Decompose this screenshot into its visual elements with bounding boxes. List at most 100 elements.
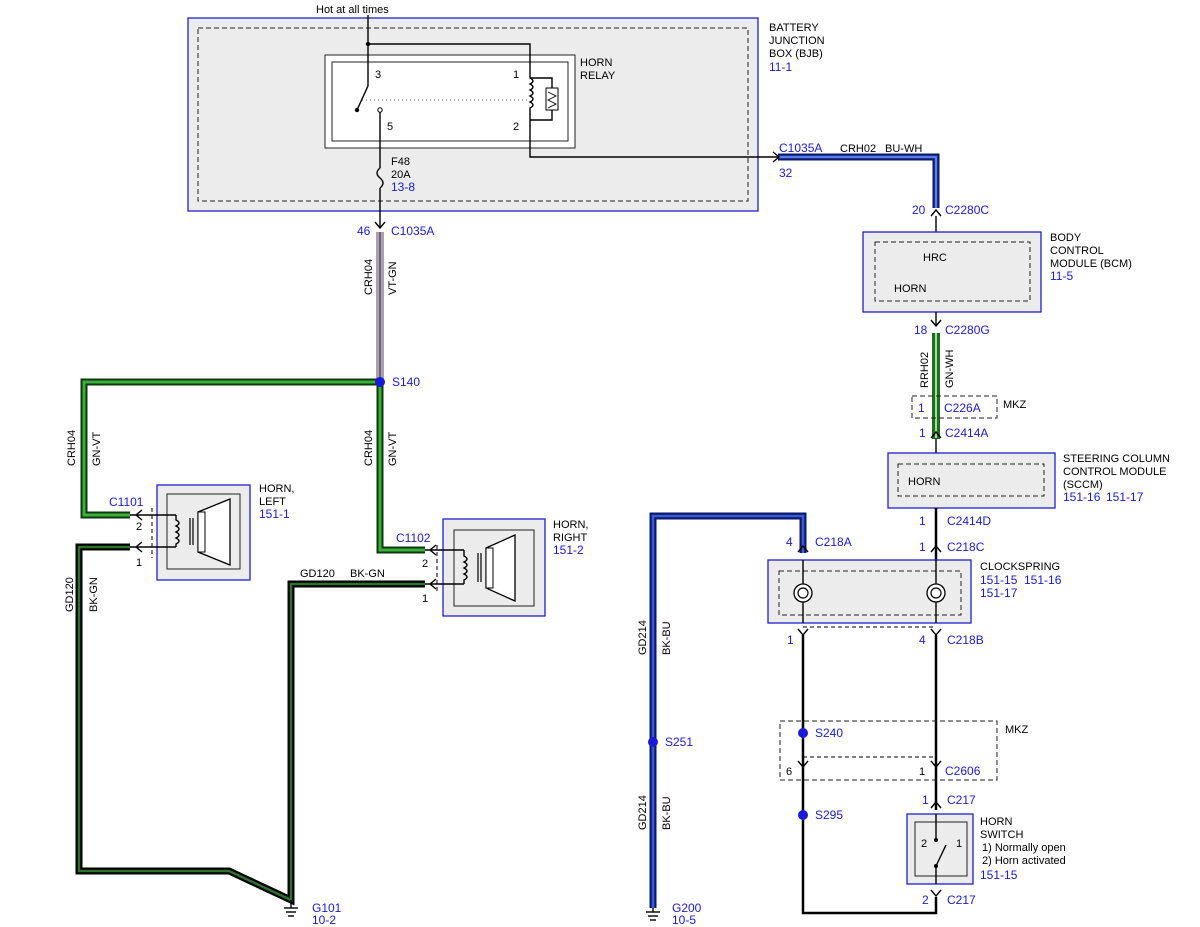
g200-ref: 10-5 — [672, 913, 696, 927]
rrh02-label: RRH02 — [919, 352, 931, 388]
relay-pin-1: 1 — [513, 69, 519, 81]
c218b-pin-1: 1 — [787, 633, 794, 647]
horn-switch-pin-2: 2 — [921, 838, 927, 850]
c218a-label: C218A — [815, 535, 852, 549]
crh04-label-2: CRH04 — [66, 430, 78, 466]
c217-bottom-label: C217 — [947, 893, 976, 907]
c1035a-top-label: C1035A — [391, 224, 434, 238]
c218b-label: C218B — [947, 633, 984, 647]
bcm-inner-box — [874, 241, 1031, 302]
gd214-label-1: GD214 — [637, 620, 649, 655]
horn-right-label-1: HORN, — [553, 519, 588, 531]
clockspring-coil-right-icon — [926, 583, 946, 603]
horn-right-ref: 151-2 — [553, 543, 584, 557]
clockspring-ref-1: 151-15 — [980, 573, 1018, 587]
gn-vt-label-2: GN-VT — [387, 432, 399, 467]
horn-relay-inner — [331, 61, 569, 142]
horn-switch-pin-1: 1 — [956, 838, 962, 850]
clockspring-label: CLOCKSPRING — [980, 561, 1060, 573]
horn-right-icon — [462, 533, 516, 603]
bcm-horn-label: HORN — [894, 283, 926, 295]
horn-right-label-2: RIGHT — [553, 532, 588, 544]
horn-switch-return-wire — [801, 635, 938, 915]
ground-g101-icon — [284, 900, 298, 917]
c218c-pin-1: 1 — [919, 540, 926, 554]
mkz-label-1: MKZ — [1003, 399, 1027, 411]
s240-splice — [798, 728, 808, 738]
c2606-pin-6: 6 — [786, 766, 792, 778]
crh04-label-1: CRH04 — [363, 259, 375, 295]
c218c-label: C218C — [947, 540, 985, 554]
bcm-label-2: CONTROL — [1050, 245, 1104, 257]
gd120-bk-gn-wire — [75, 543, 425, 906]
bjb-ref: 11-1 — [769, 60, 792, 74]
horn-switch-contact-icon — [934, 814, 947, 884]
bcm-label-3: MODULE (BCM) — [1050, 258, 1132, 270]
relay-label-2: RELAY — [580, 70, 616, 82]
s251-splice — [648, 737, 658, 747]
c1035a-pin-46: 46 — [357, 224, 371, 238]
bu-wh-label: BU-WH — [885, 143, 922, 155]
bcm-pin-18: 18 — [914, 323, 928, 337]
fuse-ref: 13-8 — [391, 180, 415, 194]
c2280g-label: C2280G — [945, 323, 990, 337]
bcm-pin-20: 20 — [912, 203, 926, 217]
c2414a-pin-1: 1 — [919, 426, 926, 440]
gn-vt-label-1: GN-VT — [91, 432, 103, 467]
mkz-label-2: MKZ — [1005, 724, 1029, 736]
gd120-label-2: GD120 — [300, 568, 335, 580]
bjb-label-1: BATTERY — [769, 22, 819, 34]
horn-left-ref: 151-1 — [259, 507, 290, 521]
bk-gn-label-2: BK-GN — [350, 568, 385, 580]
c218b-pin-4: 4 — [919, 633, 926, 647]
crh02-bu-wh-wire — [778, 153, 940, 208]
hot-label: Hot at all times — [316, 4, 389, 16]
fuse-name: F48 — [391, 156, 410, 168]
bjb-label-2: JUNCTION — [769, 35, 825, 47]
relay-pin-5: 5 — [387, 121, 393, 133]
crh04-label-3: CRH04 — [363, 430, 375, 466]
bjb-label-3: BOX (BJB) — [769, 48, 823, 60]
sccm-ref-1: 151-16 — [1063, 490, 1101, 504]
s295-label: S295 — [815, 808, 843, 822]
s251-label: S251 — [665, 735, 693, 749]
horn-left-icon — [174, 498, 231, 566]
relay-coil-output-wire — [529, 122, 778, 158]
mkz-c2606-box — [779, 720, 998, 781]
sccm-label-1: STEERING COLUMN — [1063, 453, 1170, 465]
horn-switch-ref: 151-15 — [980, 868, 1018, 882]
sccm-label-2: CONTROL MODULE — [1063, 466, 1167, 478]
c217-pin-2: 2 — [922, 893, 929, 907]
gd120-label-1: GD120 — [64, 577, 76, 612]
bcm-ref: 11-5 — [1050, 269, 1073, 283]
c2606-label: C2606 — [945, 764, 981, 778]
sccm-ref-2: 151-17 — [1106, 490, 1144, 504]
crh02-label: CRH02 — [840, 143, 876, 155]
c1035a-pin-32: 32 — [779, 166, 793, 180]
c2414d-pin-1: 1 — [919, 514, 926, 528]
s240-label: S240 — [815, 726, 843, 740]
c2414a-label: C2414A — [945, 426, 988, 440]
horn-switch-note-1: 1) Normally open — [982, 842, 1066, 854]
relay-pin-3: 3 — [375, 69, 381, 81]
relay-switch-icon — [356, 85, 369, 111]
horn-left-pin-2: 2 — [136, 521, 142, 533]
relay-coil-icon — [528, 72, 534, 122]
relay-resistor-icon — [545, 87, 559, 111]
c217-pin-1: 1 — [922, 793, 929, 807]
c1102-label: C1102 — [396, 531, 431, 545]
vt-gn-label: VT-GN — [387, 261, 399, 295]
c226a-pin-1: 1 — [918, 401, 925, 415]
ground-g200-icon — [646, 908, 660, 921]
horn-right-pin-1: 1 — [422, 593, 428, 605]
s140-splice — [375, 377, 385, 387]
horn-switch-note-2: 2) Horn activated — [982, 855, 1066, 867]
gn-wh-label: GN-WH — [944, 349, 956, 388]
c1101-label: C1101 — [109, 495, 144, 509]
clockspring-coil-left-icon — [793, 583, 813, 603]
c217-top-label: C217 — [947, 793, 976, 807]
bk-gn-label-1: BK-GN — [88, 577, 100, 612]
horn-right-pin-2: 2 — [422, 558, 428, 570]
bcm-label-1: BODY — [1050, 232, 1082, 244]
